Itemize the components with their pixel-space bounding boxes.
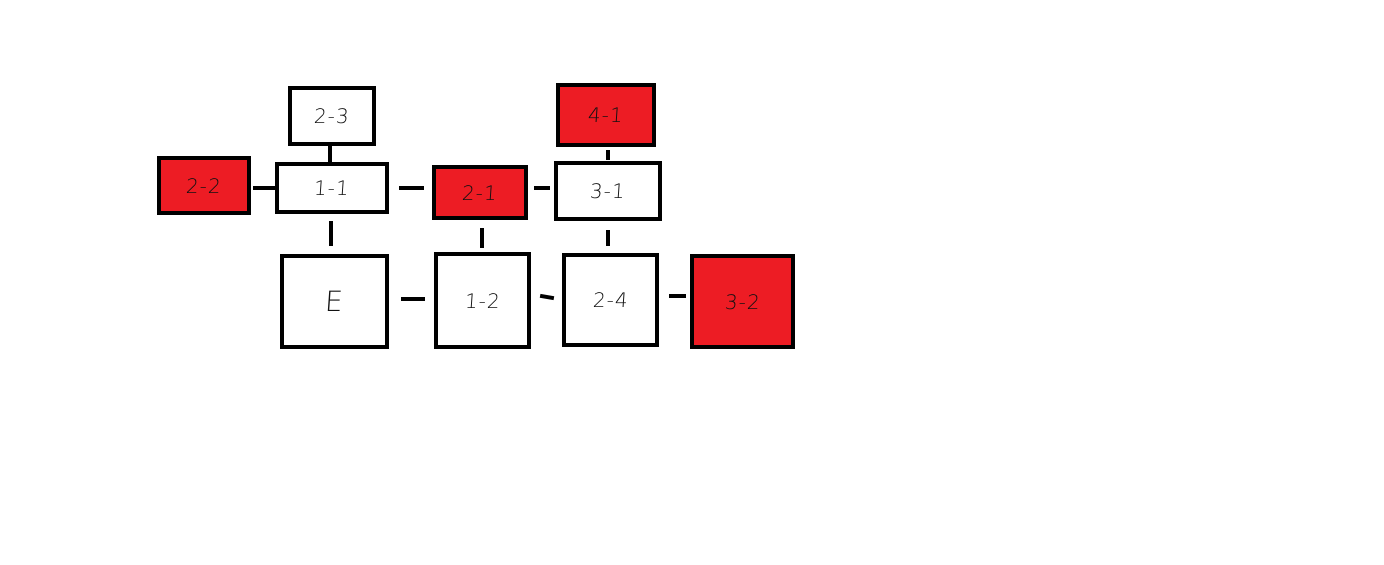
node-label: 2-1: [461, 180, 499, 205]
node-label: 2-3: [313, 104, 351, 128]
connector-4-1-to-3-1: [606, 150, 610, 160]
node-3-1: 3-1: [554, 161, 662, 221]
node-label: 1-1: [313, 176, 351, 200]
connector-3-1-to-2-4: [606, 230, 610, 246]
node-label: 1-2: [463, 288, 502, 313]
node-4-1: 4-1: [556, 83, 656, 147]
connector-2-1-to-1-2: [480, 228, 484, 248]
connector-1-2-to-2-4: [539, 293, 555, 301]
node-2-3: 2-3: [288, 86, 376, 146]
node-label: 2-4: [591, 288, 630, 312]
connector-2-2-to-1-1: [253, 186, 275, 190]
node-2-4: 2-4: [562, 253, 659, 347]
connector-2-4-to-3-2: [669, 294, 686, 298]
node-3-2: 3-2: [690, 254, 795, 349]
node-label: 3-2: [723, 289, 762, 314]
connector-1-1-to-2-1: [399, 186, 424, 190]
node-label: 4-1: [587, 103, 625, 127]
connector-E-to-1-2: [401, 297, 425, 301]
node-2-2: 2-2: [157, 156, 251, 215]
connector-2-3-to-1-1: [328, 146, 332, 162]
node-label: E: [323, 285, 345, 318]
node-2-1: 2-1: [432, 165, 528, 220]
connector-2-1-to-3-1: [534, 186, 550, 190]
node-label: 2-2: [185, 173, 223, 198]
node-1-2: 1-2: [434, 252, 531, 349]
node-1-1: 1-1: [275, 162, 389, 214]
connector-1-1-to-E: [329, 221, 333, 246]
node-label: 3-1: [589, 179, 627, 203]
node-E: E: [280, 254, 389, 349]
